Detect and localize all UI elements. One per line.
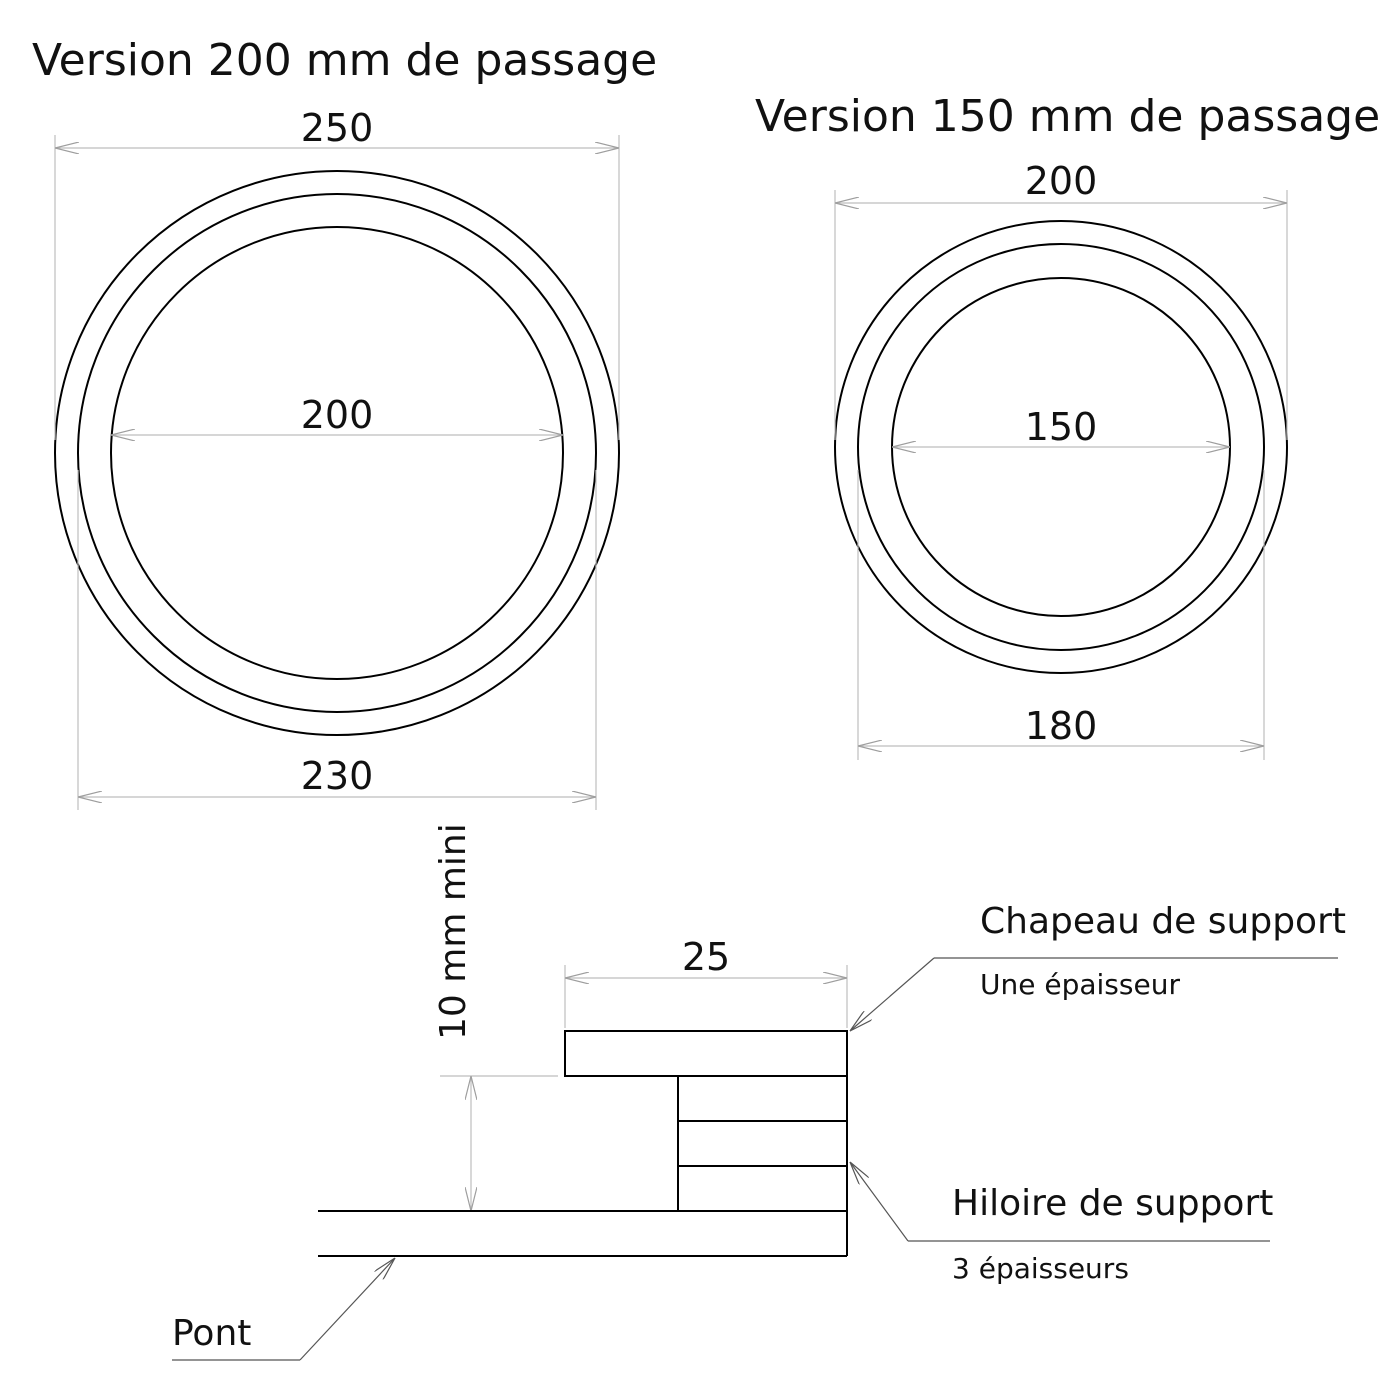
version-200-passage-ring: [110, 226, 564, 680]
hiloire-layer-3: [677, 1165, 848, 1212]
hiloire-layer-1: [677, 1075, 848, 1122]
hiloire-leader-arrow: [850, 1162, 909, 1242]
version-150-passage-dimension: 150: [1025, 405, 1098, 449]
version-200-middle-dimension: 230: [301, 754, 374, 798]
version-150-middle-ring: [857, 243, 1265, 651]
version-150-title: Version 150 mm de passage: [755, 91, 1380, 142]
chapeau-leader-arrow: [850, 957, 935, 1031]
hiloire-sublabel: 3 épaisseurs: [952, 1252, 1129, 1285]
version-200-outer-ring: [54, 170, 620, 736]
width-dimension: 25: [682, 935, 730, 979]
pont-label: Pont: [172, 1313, 251, 1354]
chapeau-plate: [564, 1030, 848, 1077]
height-dimension-label: 10 mm mini: [433, 823, 474, 1040]
version-200-outer-dimension: 250: [301, 106, 374, 150]
version-150-outer-ring: [834, 220, 1288, 674]
version-150-middle-dimension: 180: [1025, 704, 1098, 748]
chapeau-sublabel: Une épaisseur: [980, 968, 1180, 1001]
version-200-title: Version 200 mm de passage: [32, 35, 657, 86]
chapeau-label: Chapeau de support: [980, 901, 1346, 942]
version-150-outer-dimension: 200: [1025, 159, 1098, 203]
hiloire-label: Hiloire de support: [952, 1183, 1273, 1224]
version-200-group: Version 200 mm de passage 250 200 230: [32, 35, 657, 810]
version-200-middle-ring: [77, 193, 597, 713]
pont-leader-arrow: [299, 1258, 395, 1361]
version-200-passage-dimension: 200: [301, 393, 374, 437]
version-150-group: Version 150 mm de passage 200 150 180: [755, 91, 1380, 760]
cross-section-group: 10 mm mini 25 Chapeau de support Une épa…: [172, 823, 1346, 1361]
hiloire-layer-2: [677, 1120, 848, 1167]
